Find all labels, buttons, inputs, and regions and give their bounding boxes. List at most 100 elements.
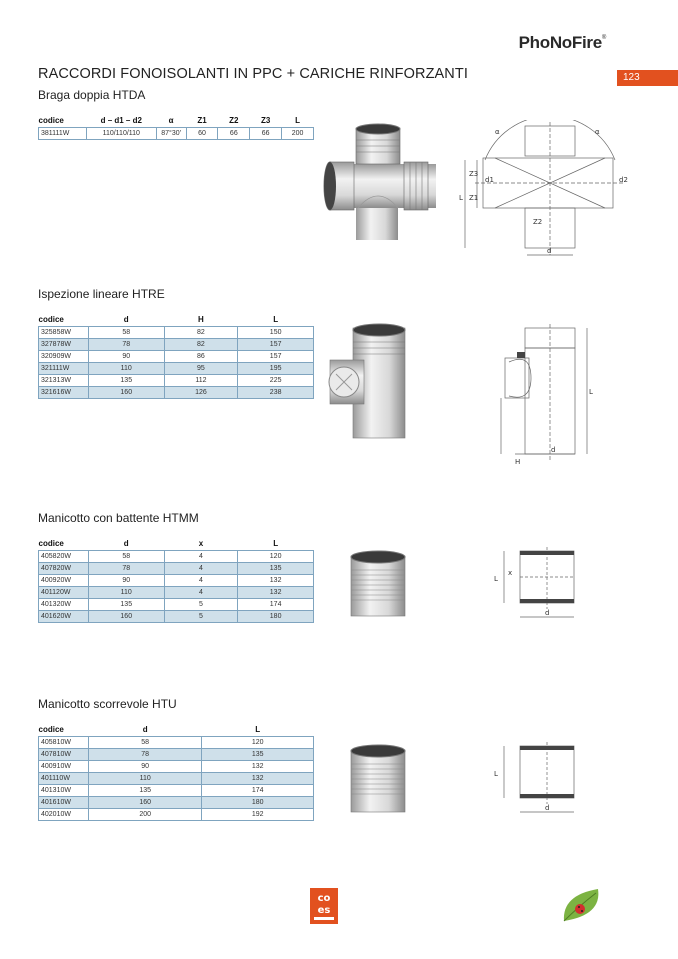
svg-text:Z3: Z3 (469, 170, 478, 178)
table-cell: 174 (237, 598, 314, 611)
table-cell: 86 (163, 350, 239, 363)
section-title-htre: Ispezione lineare HTRE (38, 287, 165, 301)
cell-z1: 60 (185, 127, 219, 140)
cell-codice: 381111W (38, 127, 87, 140)
table-cell: 135 (87, 784, 203, 797)
table-cell: 110 (87, 362, 165, 375)
table-cell: 82 (163, 326, 239, 339)
table-cell: 110 (87, 772, 203, 785)
svg-text:H: H (515, 458, 520, 466)
ladybug-leaf-icon (563, 889, 599, 922)
col-header-d: d (123, 538, 129, 548)
htu-product-image (350, 744, 406, 813)
table-cell: 405810W (38, 736, 89, 749)
col-header-l: L (255, 724, 261, 734)
svg-text:L: L (494, 770, 498, 778)
table-cell: 321313W (38, 374, 89, 387)
table-cell: 4 (163, 586, 239, 599)
cell-alpha: 87°30' (155, 127, 187, 140)
col-header-d: d (142, 724, 148, 734)
svg-text:es: es (318, 905, 331, 916)
htre-technical-drawing: L H d (500, 324, 593, 466)
col-header-codice: codice (38, 724, 64, 734)
table-cell: 5 (163, 610, 239, 623)
table-cell: 5 (163, 598, 239, 611)
table-cell: 157 (237, 338, 314, 351)
table-cell: 132 (201, 772, 314, 785)
table-cell: 160 (87, 796, 203, 809)
table-cell: 400910W (38, 760, 89, 773)
coes-logo: co es (310, 888, 338, 924)
section-title-htda: Braga doppia HTDA (38, 88, 146, 102)
table-cell: 126 (163, 386, 239, 399)
table-cell: 160 (87, 386, 165, 399)
table-cell: 58 (87, 550, 165, 563)
table-cell: 132 (237, 586, 314, 599)
section-title-htmm: Manicotto con battente HTMM (38, 511, 199, 525)
col-header-h: H (198, 314, 204, 324)
htda-technical-drawing: α α L Z3 Z1 d1 d2 Z2 d (459, 120, 628, 256)
svg-text:d2: d2 (619, 176, 628, 184)
col-header-codice: codice (38, 115, 64, 125)
table-cell: 112 (163, 374, 239, 387)
page-title: RACCORDI FONOISOLANTI IN PPC + CARICHE R… (38, 66, 468, 82)
table-cell: 195 (237, 362, 314, 375)
table-cell: 325858W (38, 326, 89, 339)
table-cell: 120 (237, 550, 314, 563)
svg-text:d: d (547, 247, 551, 255)
table-cell: 135 (87, 598, 165, 611)
table-cell: 82 (163, 338, 239, 351)
table-cell: 401310W (38, 784, 89, 797)
col-header-l: L (295, 115, 300, 125)
table-cell: 135 (87, 374, 165, 387)
htu-technical-drawing: L d (494, 742, 575, 813)
col-header-z1: Z1 (197, 115, 207, 125)
table-cell: 200 (87, 808, 203, 821)
table-cell: 238 (237, 386, 314, 399)
cell-l: 200 (281, 127, 314, 140)
table-cell: 192 (201, 808, 314, 821)
table-cell: 120 (201, 736, 314, 749)
table-cell: 327878W (38, 338, 89, 351)
table-cell: 402010W (38, 808, 89, 821)
table-cell: 58 (87, 736, 203, 749)
table-cell: 180 (237, 610, 314, 623)
col-header-codice: codice (38, 538, 64, 548)
table-cell: 78 (87, 748, 203, 761)
table-cell: 401620W (38, 610, 89, 623)
svg-text:L: L (589, 388, 593, 396)
table-cell: 180 (201, 796, 314, 809)
table-cell: 135 (237, 562, 314, 575)
table-cell: 135 (201, 748, 314, 761)
svg-text:Z2: Z2 (533, 218, 542, 226)
htre-product-image (328, 323, 406, 439)
table-cell: 407810W (38, 748, 89, 761)
table-cell: 401320W (38, 598, 89, 611)
svg-text:α: α (595, 128, 600, 136)
table-cell: 4 (163, 550, 239, 563)
svg-text:x: x (508, 569, 512, 577)
table-cell: 225 (237, 374, 314, 387)
col-header-d: d (123, 314, 129, 324)
section-title-htu: Manicotto scorrevole HTU (38, 697, 177, 711)
col-header-z2: Z2 (229, 115, 239, 125)
page-number-tab: 123 (617, 70, 678, 86)
table-cell: 4 (163, 562, 239, 575)
col-header-d: d – d1 – d2 (100, 115, 142, 125)
col-header-alpha: α (168, 115, 174, 125)
htmm-technical-drawing: L x d (494, 547, 575, 618)
